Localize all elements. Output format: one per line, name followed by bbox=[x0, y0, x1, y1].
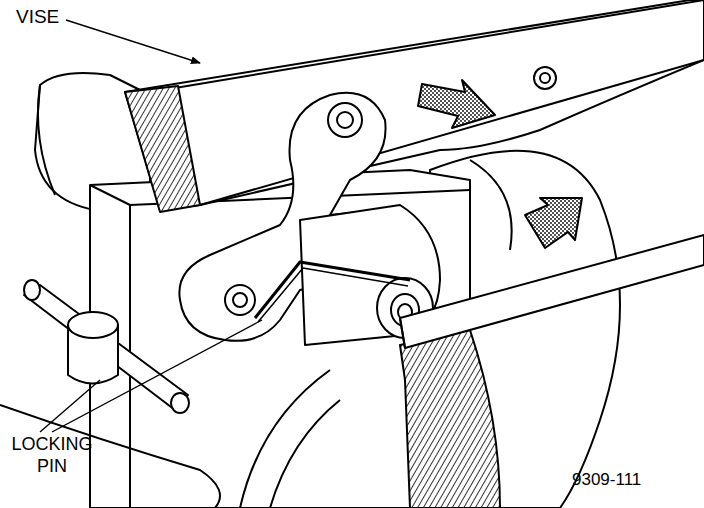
part-name: LOCKING PIN bbox=[0, 434, 104, 477]
figure-number: 9309-111 bbox=[572, 470, 641, 490]
part-name: VISE bbox=[16, 6, 59, 29]
